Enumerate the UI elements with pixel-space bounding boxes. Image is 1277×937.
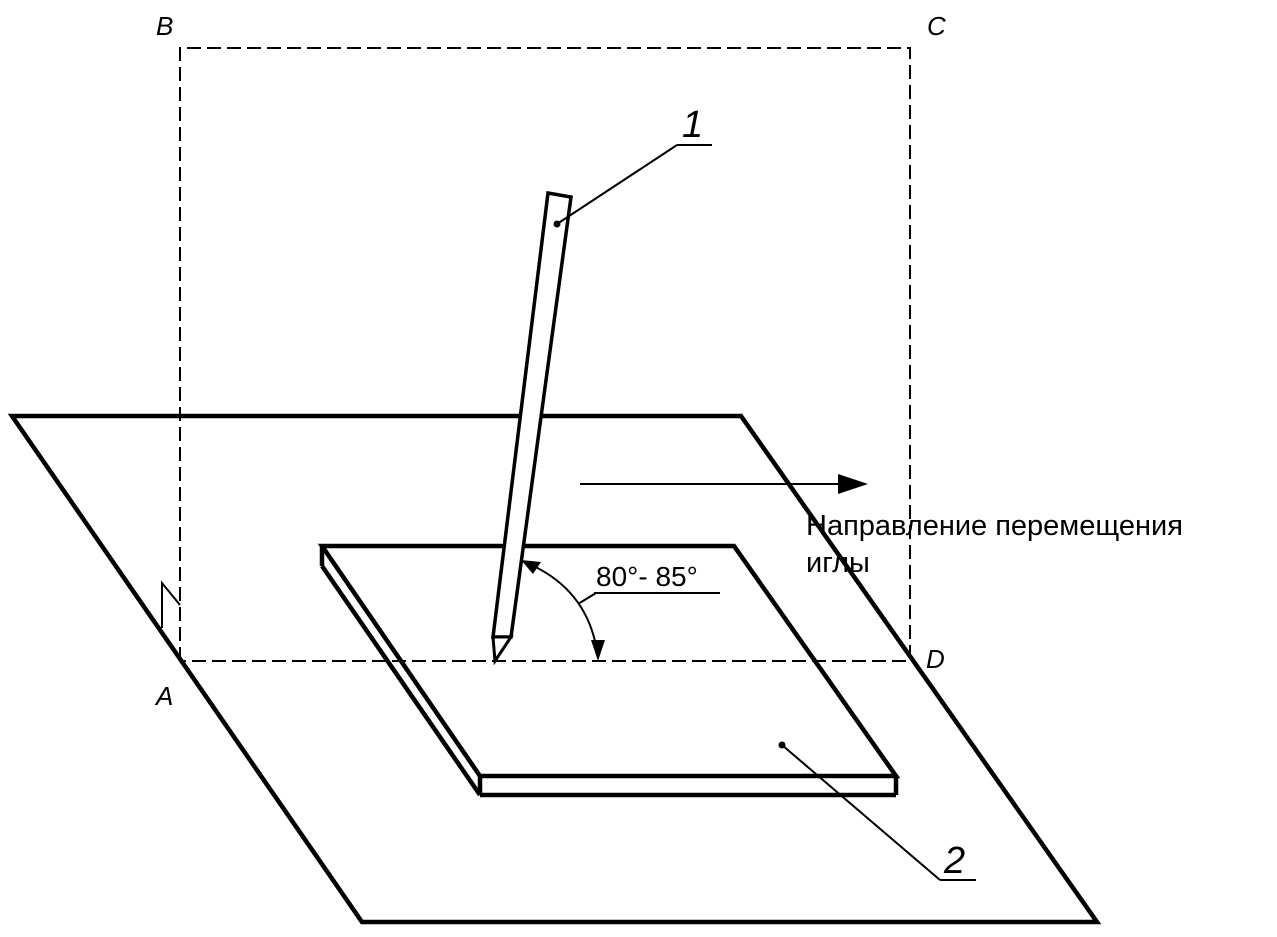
specimen-leader bbox=[781, 744, 941, 881]
point-label-b: B bbox=[156, 11, 173, 41]
point-label-d: D bbox=[926, 644, 945, 674]
vertical-plane-abcd bbox=[179, 47, 911, 662]
needle-callout-number: 1 bbox=[682, 104, 703, 146]
needle-tip bbox=[491, 635, 514, 666]
angle-label: 80°- 85° bbox=[596, 561, 698, 592]
direction-label-line1: Направление перемещения bbox=[806, 510, 1183, 542]
point-label-a: A bbox=[154, 681, 173, 711]
angle-leader bbox=[577, 592, 597, 605]
specimen-callout-number: 2 bbox=[943, 840, 965, 882]
specimen-left-side bbox=[320, 564, 482, 797]
angle-arrowhead-top bbox=[521, 560, 541, 574]
angle-arc bbox=[526, 562, 599, 659]
specimen-plate bbox=[317, 543, 901, 798]
direction-label-line2: иглы bbox=[806, 547, 870, 579]
needle-leader bbox=[556, 144, 678, 225]
needle bbox=[491, 190, 573, 666]
right-angle-marker bbox=[161, 580, 181, 628]
base-plane bbox=[7, 413, 1102, 925]
angle-arrowhead-bottom bbox=[591, 640, 605, 661]
point-label-c: C bbox=[927, 11, 946, 41]
direction-arrowhead bbox=[838, 474, 868, 494]
